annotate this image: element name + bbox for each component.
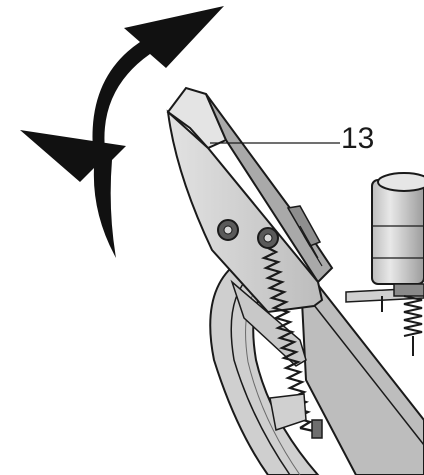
cylinder-assembly bbox=[345, 172, 424, 356]
double-headed-curved-arrow-icon bbox=[20, 6, 224, 258]
callout-number: 13 bbox=[341, 122, 375, 155]
spring-bracket bbox=[269, 393, 307, 431]
tilting-lever-arm-icon bbox=[166, 86, 334, 367]
spring-anchor-bolt bbox=[257, 227, 279, 249]
mounting-bolt bbox=[217, 219, 239, 241]
